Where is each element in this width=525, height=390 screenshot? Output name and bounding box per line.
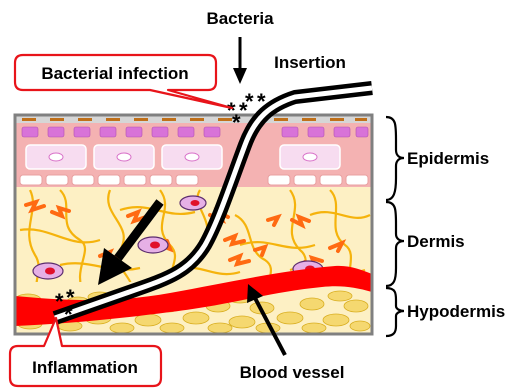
label-hypodermis: Hypodermis [407,302,505,321]
label-bacteria: Bacteria [206,9,274,28]
label-dermis: Dermis [407,232,465,251]
bacteria-arrow-icon [233,37,247,84]
bacterial-infection-callout: Bacterial infection [15,55,232,108]
spinous-cells [26,145,340,169]
epidermis-bracket [386,117,404,200]
bacteria-marker: * [232,110,241,135]
label-epidermis: Epidermis [407,149,489,168]
label-insertion: Insertion [274,53,346,72]
label-inflammation: Inflammation [32,358,138,377]
label-bacterial-infection: Bacterial infection [41,64,188,83]
layer-brackets [386,117,404,336]
hypodermis-bracket [386,288,404,336]
basal-cells [20,175,368,185]
bacteria-marker: * [64,302,73,327]
label-blood-vessel: Blood vessel [240,363,345,382]
dermis-bracket [386,202,404,286]
bacteria-marker: * [55,289,64,314]
bacteria-marker: * [257,89,266,114]
